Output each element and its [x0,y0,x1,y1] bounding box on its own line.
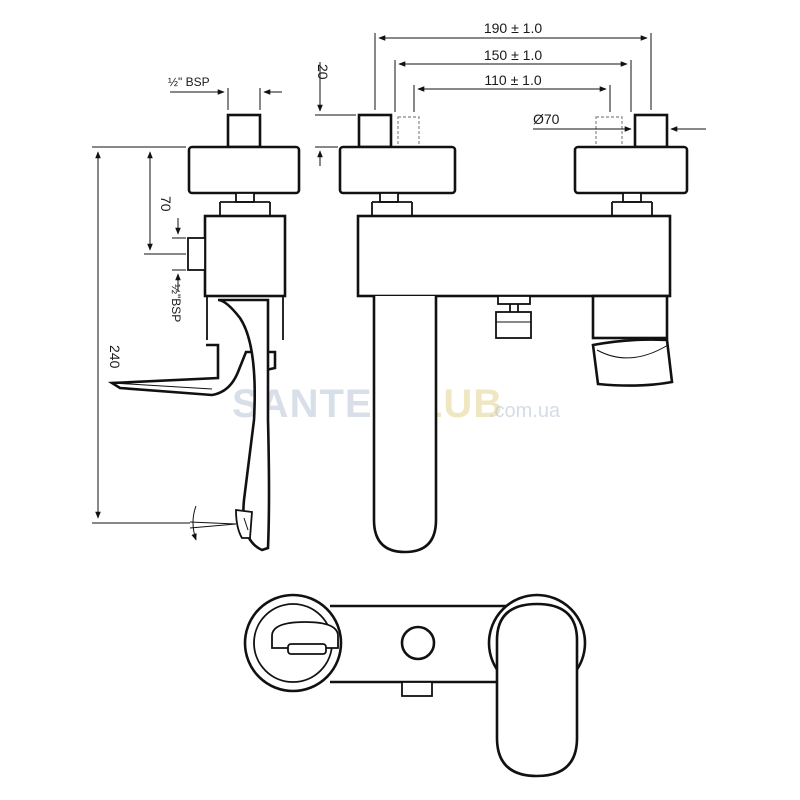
front-lever-curve [596,344,669,359]
side-lower-body [206,296,284,340]
front-diverter-stem [497,295,531,305]
front-dimensions: 190 ± 1.0 150 ± 1.0 110 ± 1.0 20 Ø70 [315,20,706,166]
front-right-flange [573,145,689,195]
side-aerator [235,508,253,539]
side-flange [187,145,301,195]
side-lever-edge [111,382,213,390]
front-right-inlet-hidden [595,116,623,148]
side-inlet-stub [226,113,262,149]
watermark-domain: .com.ua [489,400,561,422]
dia70-label: Ø70 [533,111,560,127]
front-left-flange [338,145,457,195]
front-right-connector-base [611,201,653,216]
top-spout-stub [401,681,433,697]
side-angle-arc [191,505,197,541]
side-outlet-nipple [187,237,206,271]
front-right-inlet [633,113,669,149]
thread-top-label: ½" BSP [168,75,210,89]
dim20-label: 20 [315,64,331,80]
top-lever [495,602,579,778]
side-spout [217,298,271,552]
front-lever [591,338,674,387]
side-aerator-detail [243,517,249,531]
side-body [203,214,287,298]
side-connector [235,192,255,203]
top-cartridge-slot [287,643,327,655]
front-body [356,214,672,298]
dim110-label: 110 ± 1.0 [484,72,541,88]
side-angle-lines [189,521,237,529]
top-view [243,593,587,778]
front-right-connector [622,192,642,203]
front-left-connector-base [371,201,413,216]
side-dimensions: ½" BSP 240 70 ½"BSP [92,75,282,524]
front-left-inlet [357,113,393,149]
side-lever-handle [107,343,277,397]
front-spout [372,296,438,554]
dim240-label: 240 [107,345,123,369]
dim150-label: 150 ± 1.0 [484,47,542,63]
top-cartridge-knob [271,621,339,649]
front-left-connector [379,192,399,203]
dim70-label: 70 [158,196,174,212]
thread-side-label: ½"BSP [169,284,183,322]
dim190-label: 190 ± 1.0 [484,20,542,36]
front-cartridge [591,294,669,340]
top-diverter-knob [400,625,436,661]
front-view [338,113,689,554]
side-view [107,113,301,552]
front-left-inlet-hidden [397,116,420,148]
front-diverter-knob [495,311,532,339]
